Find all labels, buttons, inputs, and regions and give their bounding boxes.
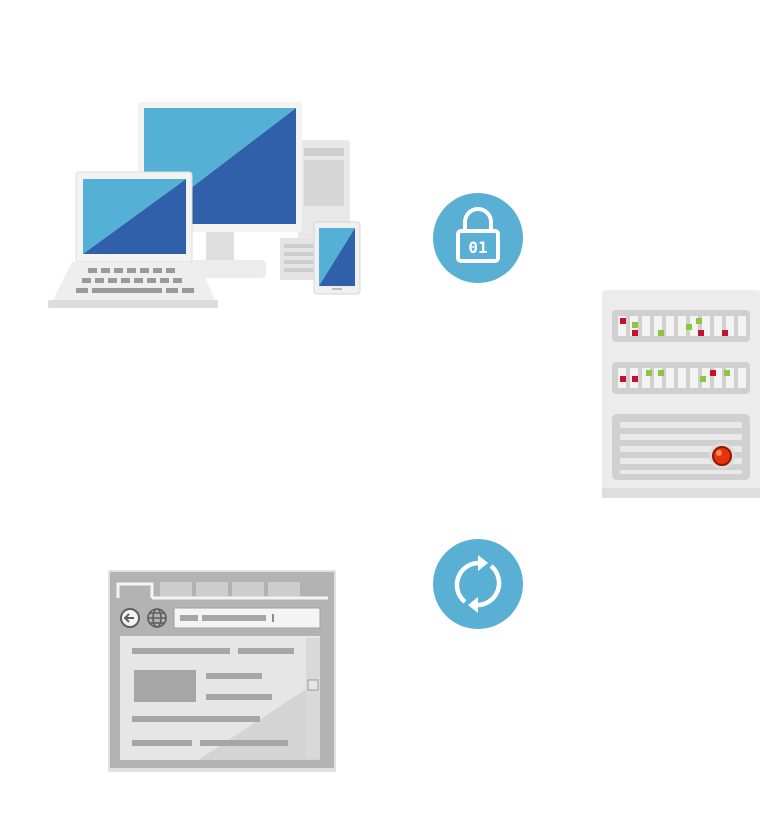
browser-scrollbar <box>306 638 320 758</box>
led-green <box>686 324 692 330</box>
led-red <box>620 376 626 382</box>
server-unit-1 <box>612 310 750 342</box>
power-button <box>712 446 732 466</box>
browser-tabs <box>116 582 328 600</box>
server-rack <box>602 290 760 500</box>
lock-binary-label: 01 <box>468 238 487 257</box>
server-rack-icon <box>602 290 760 498</box>
image-placeholder <box>134 670 196 702</box>
sync-arrows-icon <box>433 539 523 629</box>
led-green <box>658 330 664 336</box>
sync-badge <box>432 538 524 630</box>
led-red <box>632 376 638 382</box>
led-green <box>646 370 652 376</box>
led-red <box>710 370 716 376</box>
encryption-badge: 01 <box>432 192 524 284</box>
led-red <box>620 318 626 324</box>
laptop <box>48 171 218 308</box>
web-browser-icon <box>108 570 336 772</box>
browser-toolbar <box>120 607 321 629</box>
desktop-monitor <box>138 102 302 278</box>
led-green <box>632 322 638 328</box>
led-green <box>658 370 664 376</box>
globe-icon <box>147 608 167 628</box>
server-unit-3 <box>612 414 750 480</box>
devices-group <box>48 98 362 310</box>
padlock-binary-icon: 01 <box>433 193 523 283</box>
led-green <box>700 376 706 382</box>
led-green <box>696 318 702 324</box>
browser-window <box>108 570 336 772</box>
led-green <box>724 370 730 376</box>
led-red <box>632 330 638 336</box>
server-unit-2 <box>612 362 750 394</box>
browser-content <box>120 636 320 760</box>
led-red <box>722 330 728 336</box>
led-red <box>698 330 704 336</box>
tablet <box>313 221 361 295</box>
devices-group-icon <box>48 102 361 308</box>
